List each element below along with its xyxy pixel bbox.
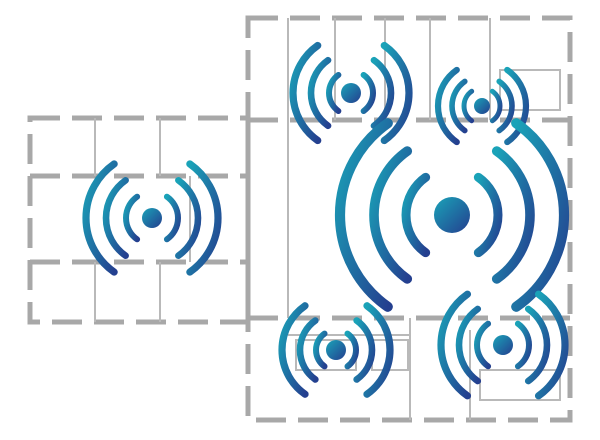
signal-arc-right-2 xyxy=(353,317,376,383)
signal-arc-right-3 xyxy=(511,118,570,312)
signal-arc-left-2 xyxy=(307,56,332,130)
signal-arc-left-2 xyxy=(455,305,482,385)
access-point-dot-icon xyxy=(493,335,513,355)
access-point-north-right xyxy=(434,66,530,146)
signal-arc-right-2 xyxy=(524,305,551,385)
signal-arc-right-1 xyxy=(344,330,359,370)
signal-arc-right-1 xyxy=(489,88,503,124)
signal-arc-left-1 xyxy=(326,71,342,115)
signal-arc-right-1 xyxy=(360,71,376,115)
signal-arc-left-3 xyxy=(289,41,322,145)
signal-arc-right-3 xyxy=(534,290,569,400)
signal-arc-right-1 xyxy=(514,320,532,370)
signal-arc-left-1 xyxy=(123,193,141,243)
east-wing-room xyxy=(479,369,561,401)
signal-arc-right-2 xyxy=(370,56,395,130)
signal-arc-right-3 xyxy=(186,160,222,276)
signal-arc-left-1 xyxy=(461,88,475,124)
signal-arc-right-3 xyxy=(363,302,394,398)
signal-arc-left-3 xyxy=(82,160,118,276)
signal-arc-left-3 xyxy=(434,66,460,146)
access-point-dot-icon xyxy=(142,208,162,228)
signal-arc-left-2 xyxy=(369,146,413,284)
access-point-central xyxy=(334,118,570,312)
signal-arc-right-3 xyxy=(504,66,530,146)
signal-arc-right-2 xyxy=(496,78,515,134)
signal-arc-left-3 xyxy=(278,302,309,398)
access-point-dot-icon xyxy=(474,98,490,114)
access-point-north-left xyxy=(289,41,413,145)
signal-arc-right-1 xyxy=(163,193,181,243)
signal-arc-right-1 xyxy=(473,172,503,258)
east-wing-room xyxy=(499,69,561,111)
access-point-south-left xyxy=(278,302,394,398)
access-point-dot-icon xyxy=(434,197,470,233)
signal-arc-left-2 xyxy=(449,78,468,134)
wifi-signals xyxy=(82,41,570,400)
access-point-dot-icon xyxy=(326,340,346,360)
signal-arc-right-2 xyxy=(491,146,535,284)
signal-arc-right-2 xyxy=(175,177,202,259)
signal-arc-left-3 xyxy=(437,290,472,400)
signal-arc-left-2 xyxy=(296,317,319,383)
signal-arc-left-1 xyxy=(313,330,328,370)
signal-arc-right-3 xyxy=(380,41,413,145)
signal-arc-left-1 xyxy=(474,320,492,370)
access-point-south-right xyxy=(437,290,569,400)
signal-arc-left-1 xyxy=(401,172,431,258)
access-point-dot-icon xyxy=(341,83,361,103)
access-point-west-wing xyxy=(82,160,222,276)
signal-arc-left-3 xyxy=(334,118,393,312)
signal-arc-left-2 xyxy=(102,177,129,259)
